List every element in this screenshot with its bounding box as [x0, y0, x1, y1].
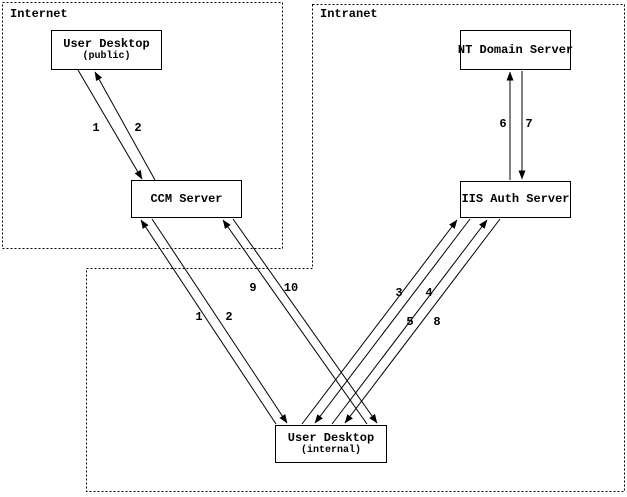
arrow-4-iis-to-internaldesktop: [314, 218, 471, 424]
node-iis-auth-server: IIS Auth Server: [460, 181, 571, 218]
node-subtitle: (public): [82, 51, 131, 62]
arrow-label-8: 8: [433, 315, 441, 329]
node-title: User Desktop: [287, 431, 375, 445]
internet-zone-label: Internet: [10, 7, 68, 21]
arrow-label-2-public: 2: [134, 121, 142, 135]
intranet-zone-border: [86, 4, 625, 492]
node-nt-domain-server: NT Domain Server: [457, 30, 574, 70]
arrow-label-5: 5: [406, 315, 414, 329]
arrow-8-iis-to-internaldesktop: [344, 218, 501, 424]
arrow-2-ccm-to-publicdesktop: [94, 71, 156, 181]
arrow-3-internaldesktop-to-iis: [301, 219, 458, 425]
arrow-label-1-public: 1: [92, 121, 100, 135]
arrow-label-1-internal: 1: [195, 310, 203, 324]
arrow-label-2-internal: 2: [225, 310, 233, 324]
arrow-1-internaldesktop-to-ccm: [140, 219, 277, 425]
arrow-9-internaldesktop-to-ccm: [222, 219, 368, 425]
node-user-desktop-internal: User Desktop (internal): [275, 425, 387, 463]
arrow-5-internaldesktop-to-iis: [331, 219, 488, 425]
arrow-1-publicdesktop-to-ccm: [77, 69, 143, 180]
intranet-zone-label: Intranet: [320, 7, 378, 21]
node-title: NT Domain Server: [457, 42, 574, 57]
node-user-desktop-public: User Desktop (public): [51, 30, 162, 70]
arrow-label-9: 9: [249, 281, 257, 295]
arrow-label-10: 10: [283, 281, 299, 295]
arrow-label-3: 3: [395, 286, 403, 300]
arrow-2-ccm-to-internaldesktop: [151, 218, 288, 424]
arrow-label-7: 7: [525, 117, 533, 131]
node-subtitle: (internal): [300, 445, 361, 456]
internet-zone-border: [2, 2, 283, 249]
node-title: User Desktop: [63, 37, 150, 51]
arrow-label-4: 4: [425, 286, 433, 300]
arrow-label-6: 6: [499, 117, 507, 131]
node-title: IIS Auth Server: [461, 192, 570, 206]
node-ccm-server: CCM Server: [131, 180, 242, 218]
node-title: CCM Server: [150, 191, 223, 206]
arrow-10-ccm-to-internaldesktop: [232, 218, 378, 424]
